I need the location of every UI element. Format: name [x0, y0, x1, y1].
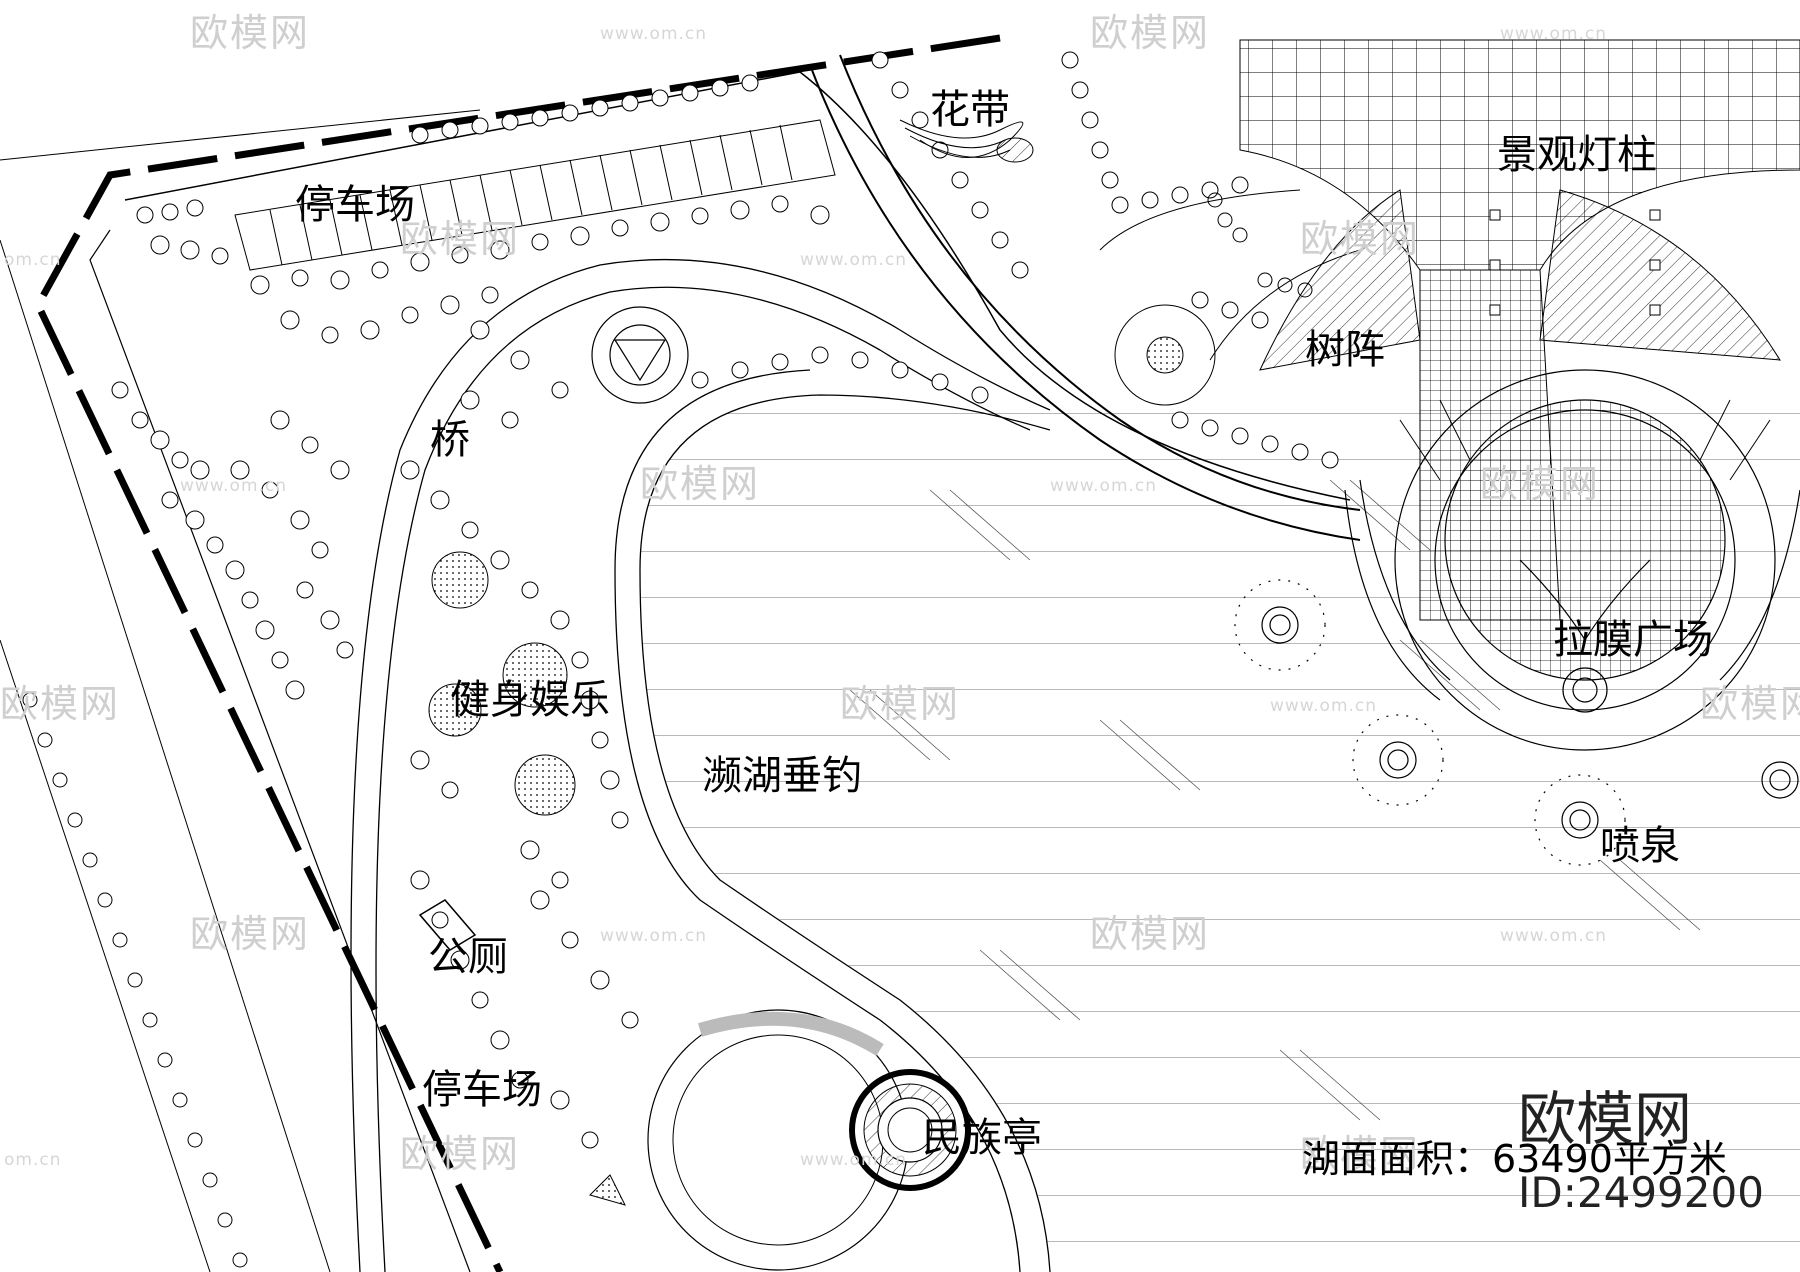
park-edge-inner — [89, 229, 471, 1272]
outer-road — [0, 109, 481, 1272]
watermark-url: www.om.cn — [180, 476, 288, 496]
label-flower-belt: 花带 — [930, 87, 1010, 133]
label-ethnic-pavilion: 民族亭 — [922, 1115, 1042, 1161]
parking-lot-top — [234, 119, 836, 271]
main-boulevard — [809, 54, 1361, 541]
watermark-brand: 欧模网 — [1480, 462, 1601, 506]
watermark-brand: 欧模网 — [1700, 682, 1800, 726]
watermark-brand: 欧模网 — [400, 1132, 521, 1176]
brand-mark-id: ID:2499200 — [1518, 1168, 1764, 1217]
label-bridge: 桥 — [430, 417, 470, 463]
watermark-url: www.om.cn — [1500, 926, 1608, 946]
label-lake-area: 湖面面积：63490平方米 — [1302, 1137, 1727, 1181]
watermark-url: www.om.cn — [800, 1150, 908, 1170]
label-lakeside-fishing: 濒湖垂钓 — [702, 753, 862, 799]
label-parking-bottom: 停车场 — [422, 1067, 542, 1113]
fitness-area-circles — [428, 551, 576, 816]
label-tree-array: 树阵 — [1305, 327, 1385, 373]
tree-belts — [22, 51, 1339, 1268]
watermark-brand: 欧模网 — [400, 217, 521, 261]
central-roundabout — [591, 306, 689, 404]
label-landscape-lamp-column: 景观灯柱 — [1497, 132, 1657, 178]
park-paths — [350, 258, 1051, 1272]
toilet-building — [418, 899, 477, 951]
watermark-brand: 欧模网 — [1300, 1132, 1421, 1176]
brand-mark-name: 欧模网 — [1518, 1085, 1693, 1153]
watermark-brand: 欧模网 — [1090, 912, 1211, 956]
label-toilet: 公厕 — [428, 934, 508, 980]
watermark-url: www.om.cn — [1500, 24, 1608, 44]
watermark-url: www.om.cn — [600, 926, 708, 946]
watermark-brand: 欧模网 — [1090, 11, 1211, 55]
label-fitness: 健身娱乐 — [450, 677, 610, 723]
watermark-brand: 欧模网 — [190, 912, 311, 956]
flower-belt-swirl — [899, 119, 1034, 163]
watermark-brand: 欧模网 — [640, 462, 761, 506]
label-membrane-plaza: 拉膜广场 — [1553, 617, 1713, 663]
watermark-url: www.om.cn — [600, 24, 708, 44]
watermark-url: om.cn — [4, 250, 62, 270]
label-fountain: 喷泉 — [1600, 823, 1680, 869]
watermark-brand: 欧模网 — [190, 11, 311, 55]
watermark-brand: 欧模网 — [840, 682, 961, 726]
park-edge — [124, 71, 1351, 501]
fountains — [1234, 579, 1799, 866]
watermark-url: www.om.cn — [1050, 476, 1158, 496]
watermark-url: www.om.cn — [800, 250, 908, 270]
ethnic-pavilion-area — [589, 1009, 971, 1271]
site-boundary — [34, 34, 1001, 1272]
watermark-brand: 欧模网 — [1300, 217, 1421, 261]
watermark-url: om.cn — [4, 1150, 62, 1170]
watermark-url: www.om.cn — [1270, 696, 1378, 716]
watermark-brand: 欧模网 — [0, 682, 121, 726]
label-parking-top: 停车场 — [295, 182, 415, 228]
membrane-plaza — [1344, 369, 1800, 751]
